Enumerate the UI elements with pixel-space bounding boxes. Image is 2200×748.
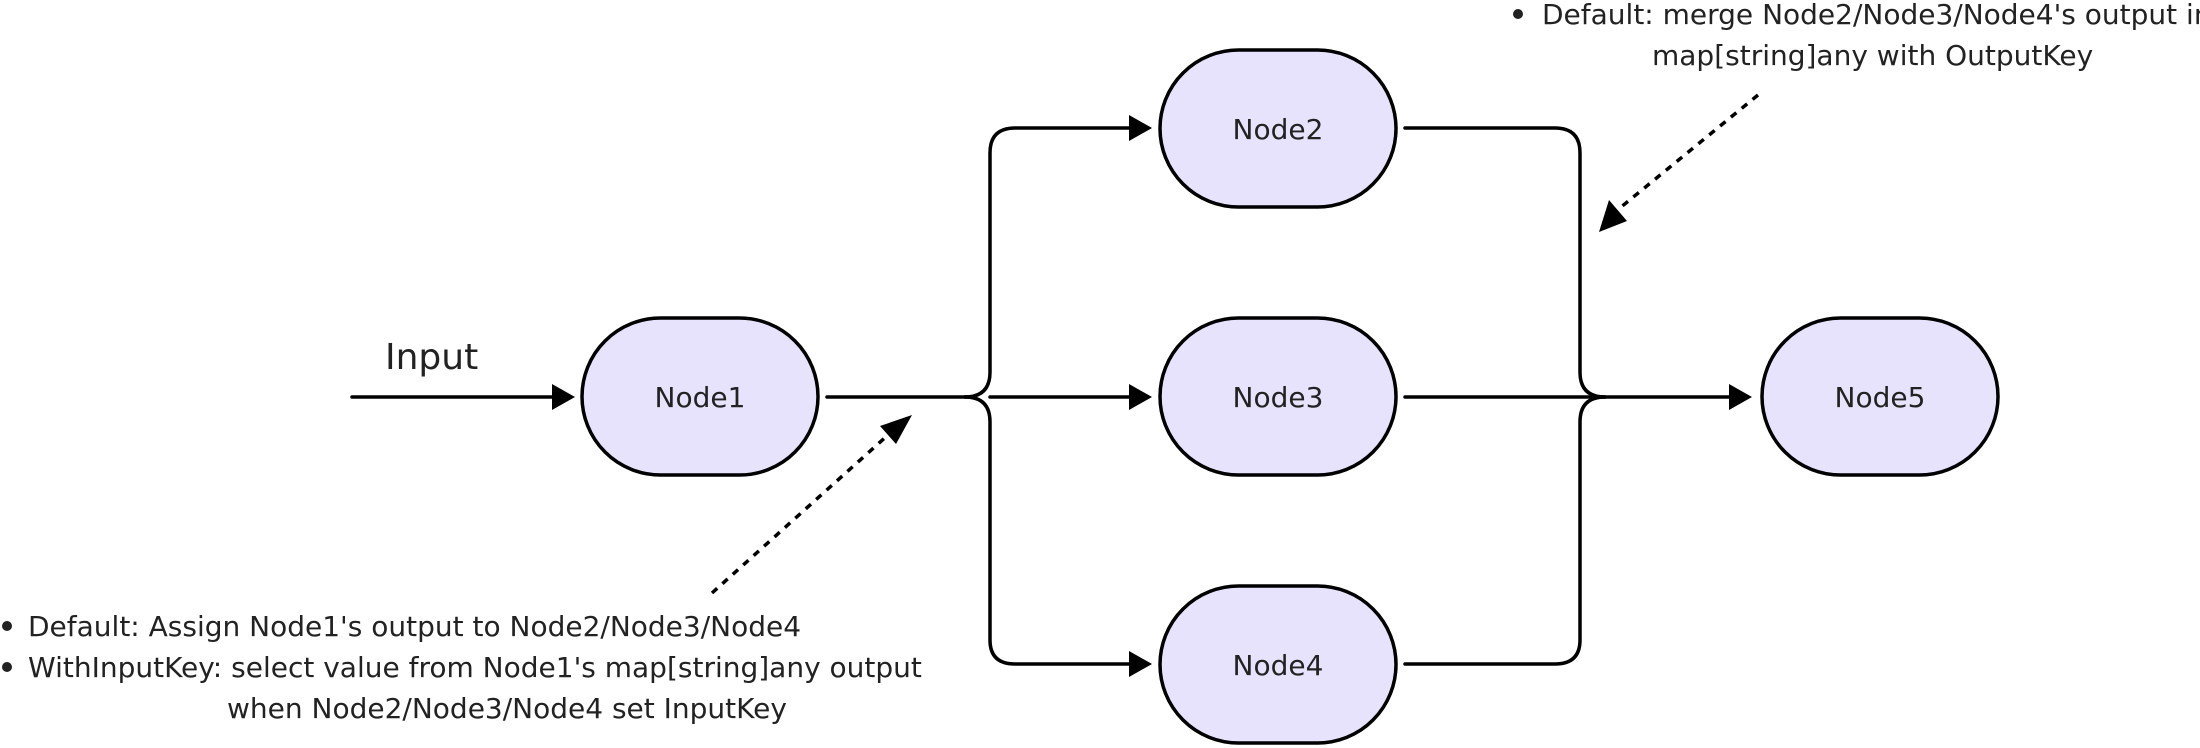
- fanout-note-line-2: WithInputKey: select value from Node1's …: [28, 651, 922, 684]
- node-node4: Node4: [1158, 584, 1398, 745]
- node-node5: Node5: [1760, 316, 2000, 477]
- input-edge: [350, 384, 575, 410]
- fanout-note-bullet-2: [2, 662, 12, 672]
- fanout-note-line-3: when Node2/Node3/Node4 set InputKey: [227, 692, 787, 725]
- input-label: Input: [385, 337, 478, 378]
- fanout-note: Default: Assign Node1's output to Node2/…: [2, 610, 922, 725]
- merge-note-pointer: [1599, 93, 1760, 232]
- node1-label: Node1: [655, 381, 746, 414]
- arrowhead-node2: [1129, 115, 1152, 141]
- merge-note: Default: merge Node2/Node3/Node4's outpu…: [1513, 0, 2200, 72]
- node5-label: Node5: [1835, 381, 1926, 414]
- fanout-note-bullet-1: [2, 621, 12, 631]
- node-node3: Node3: [1158, 316, 1398, 477]
- arrowhead-node5: [1729, 384, 1752, 410]
- arrowhead-node3: [1129, 384, 1152, 410]
- node4-label: Node4: [1233, 649, 1324, 682]
- node-node2: Node2: [1158, 48, 1398, 209]
- merge-note-bullet-1: [1513, 9, 1523, 19]
- merge-note-line-2: map[string]any with OutputKey: [1652, 39, 2093, 72]
- fanout-note-line-1: Default: Assign Node1's output to Node2/…: [28, 610, 801, 643]
- node2-label: Node2: [1233, 113, 1324, 146]
- arrowhead-node4: [1129, 651, 1152, 677]
- fanout-note-pointer: [710, 415, 912, 595]
- merge-bracket: [1403, 126, 1732, 666]
- merge-note-line-1: Default: merge Node2/Node3/Node4's outpu…: [1542, 0, 2200, 31]
- node3-label: Node3: [1233, 381, 1324, 414]
- fanout-bracket: [963, 126, 1132, 666]
- node-node1: Node1: [580, 316, 820, 477]
